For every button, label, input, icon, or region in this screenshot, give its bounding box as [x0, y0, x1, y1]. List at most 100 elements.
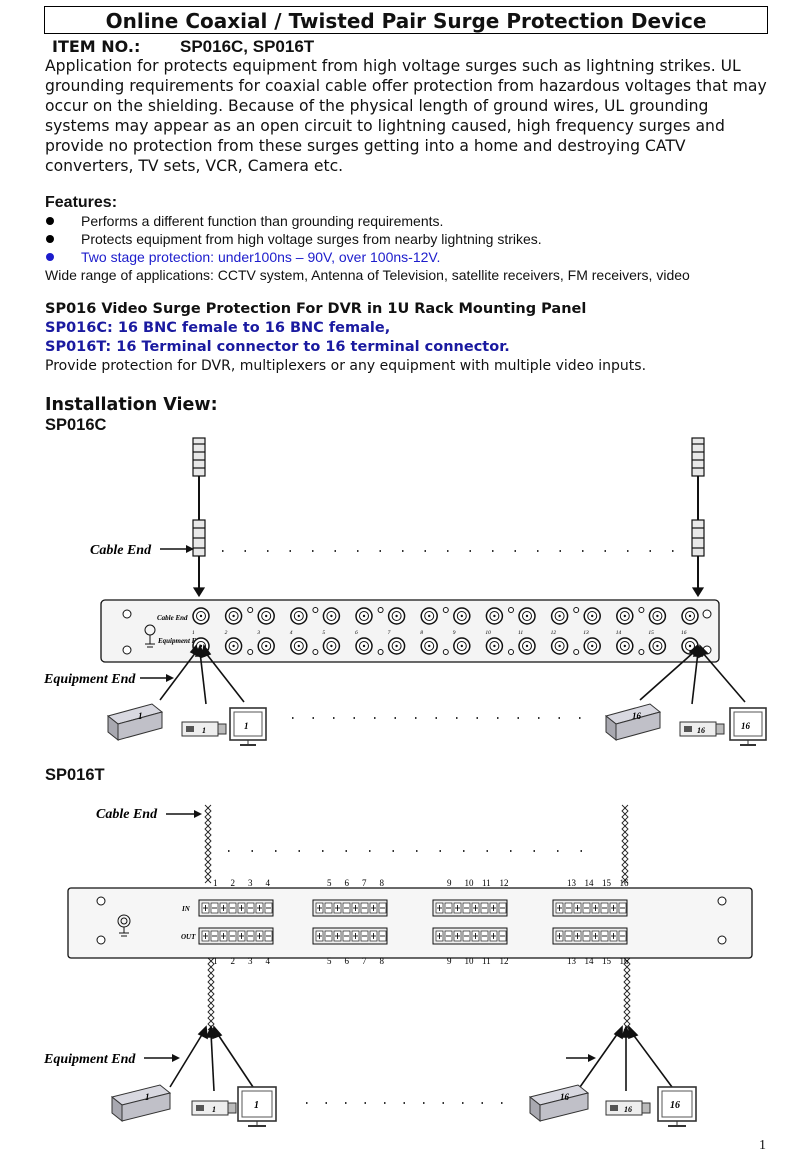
terminal-number: 2 [231, 956, 236, 966]
port-number: 10 [485, 630, 491, 636]
terminal-number: 16 [620, 956, 630, 966]
terminal-block [432, 899, 508, 917]
monitor-device-left: 1 [237, 1086, 277, 1127]
terminal-number: 4 [266, 878, 271, 888]
terminal-number: 16 [620, 878, 630, 888]
bnc-port: 9 [453, 607, 471, 655]
feature-text: Performs a different function than groun… [81, 213, 444, 229]
dvr-number: 16 [560, 1092, 570, 1102]
terminal-number: 9 [447, 956, 452, 966]
provide-line: Provide protection for DVR, multiplexers… [45, 358, 647, 374]
bnc-port: 11 [518, 607, 536, 655]
terminal-number: 6 [345, 878, 350, 888]
terminal-number: 12 [500, 956, 509, 966]
terminal-number: 7 [362, 956, 367, 966]
terminal-number: 9 [447, 878, 452, 888]
sp016c-line: SP016C: 16 BNC female to 16 BNC female, [45, 320, 391, 336]
installation-title: Installation View: [45, 395, 218, 415]
terminal-number: 1 [213, 956, 218, 966]
camera-device-left: 1 [191, 1100, 237, 1116]
cable-end-label: Cable End [96, 807, 158, 822]
port-number: 6 [355, 630, 358, 636]
monitor-number: 1 [254, 1100, 259, 1111]
terminal-number: 3 [248, 878, 253, 888]
terminal-number: 7 [362, 878, 367, 888]
bullet-icon [46, 217, 54, 225]
features-title: Features: [45, 194, 118, 211]
dvr-device-left: 1 [106, 703, 164, 742]
terminal-number: 8 [380, 956, 385, 966]
dvr-number: 1 [138, 711, 143, 721]
terminal-number: 12 [500, 878, 509, 888]
item-number-models: SP016C, SP016T [179, 37, 315, 56]
panel-equipment-end-label: Equipment End [157, 637, 204, 645]
terminal-number: 11 [482, 956, 491, 966]
camera-number: 16 [624, 1105, 632, 1114]
terminal-number: 15 [602, 956, 612, 966]
equipment-end-label: Equipment End [43, 1052, 136, 1067]
bnc-port: 15 [648, 607, 667, 655]
port-number: 4 [290, 629, 293, 636]
rack-panel [67, 887, 753, 959]
bnc-port: 6 [355, 607, 373, 655]
terminal-block [552, 927, 628, 945]
port-number: 8 [420, 630, 423, 636]
terminal-block [198, 899, 274, 917]
sp016-heading: SP016 Video Surge Protection For DVR in … [45, 301, 587, 317]
port-number: 14 [616, 629, 622, 636]
product-summary: SP016 Video Surge Protection For DVR in … [45, 300, 646, 376]
feature-item: Performs a different function than groun… [45, 212, 785, 230]
terminal-number: 5 [327, 878, 332, 888]
sp016t-title: SP016T [45, 766, 105, 784]
bnc-port: 13 [583, 607, 601, 655]
feature-text: Two stage protection: under100ns – 90V, … [81, 249, 441, 265]
terminal-number: 5 [327, 956, 332, 966]
item-number: ITEM NO.: SP016C, SP016T [52, 37, 314, 57]
sp016t-line: SP016T: 16 Terminal connector to 16 term… [45, 339, 510, 355]
bullet-icon [46, 253, 54, 261]
port-number: 9 [453, 630, 456, 636]
port-number: 16 [681, 630, 687, 636]
feature-item: Protects equipment from high voltage sur… [45, 230, 785, 248]
terminal-number: 14 [585, 956, 595, 966]
camera-device-right: 16 [679, 721, 725, 737]
bnc-port: 2 [225, 607, 243, 655]
features-list: Performs a different function than groun… [45, 212, 785, 284]
bnc-port: 14 [616, 607, 634, 655]
panel-cable-end-label: Cable End [157, 614, 188, 622]
feature-text: Protects equipment from high voltage sur… [81, 231, 542, 247]
dvr-device-left: 1 [110, 1084, 172, 1123]
terminal-number: 3 [248, 956, 253, 966]
port-number: 1 [192, 630, 195, 636]
terminal-block [198, 927, 274, 945]
bnc-port: 8 [420, 607, 438, 655]
intro-paragraph: Application for protects equipment from … [45, 57, 767, 175]
camera-device-right: 16 [605, 1100, 651, 1116]
twisted-wire-group [204, 804, 631, 1031]
port-number: 15 [648, 630, 654, 636]
monitor-number: 16 [741, 721, 751, 731]
terminal-number: 10 [465, 878, 475, 888]
terminal-number: 1 [213, 878, 218, 888]
bnc-port: 3 [256, 607, 275, 655]
terminal-number: 10 [465, 956, 475, 966]
camera-number: 16 [697, 726, 705, 735]
page-number: 1 [759, 1138, 766, 1153]
camera-number: 1 [212, 1105, 216, 1114]
terminal-block [312, 927, 388, 945]
cable-end-label: Cable End [90, 543, 152, 558]
bnc-port: 10 [485, 607, 504, 655]
feature-item: Two stage protection: under100ns – 90V, … [45, 248, 785, 266]
ground-screw-icon [144, 624, 156, 648]
monitor-number: 1 [244, 721, 249, 731]
item-number-label: ITEM NO.: [52, 37, 141, 56]
bnc-port: 12 [551, 607, 569, 655]
terminal-number: 11 [482, 878, 491, 888]
terminal-number: 13 [567, 956, 577, 966]
terminal-number: 8 [380, 878, 385, 888]
